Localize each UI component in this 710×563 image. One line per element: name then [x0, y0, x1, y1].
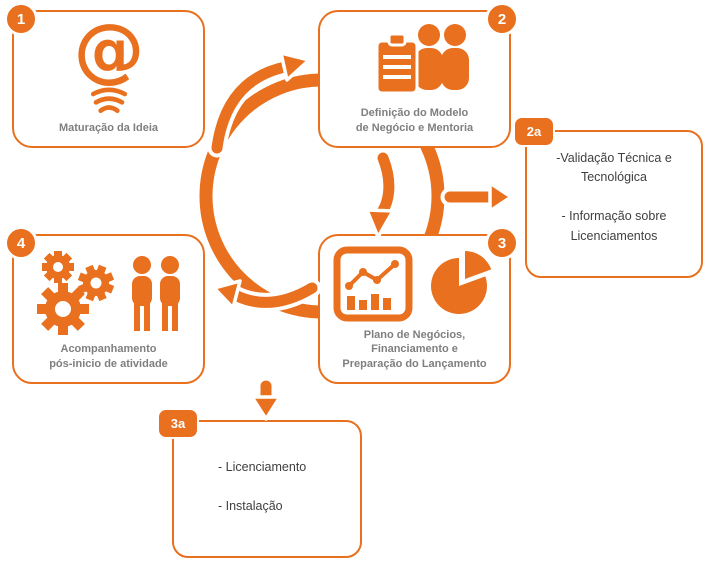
step-4-number-badge: 4 [4, 226, 38, 260]
substep-3a-text: - Licenciamento - Instalação [218, 460, 307, 513]
substep-box-2a: 2a -Validação Técnica e Tecnológica - In… [513, 116, 703, 278]
step-box-1: 1 @ Maturação da Ideia [4, 2, 205, 148]
substep-3a-number-badge: 3a [157, 408, 199, 439]
substep-2a-text: -Validação Técnica e Tecnológica - Infor… [556, 151, 672, 243]
step-1-number-badge: 1 [4, 2, 38, 36]
step-1-label: Maturação da Ideia [58, 121, 159, 134]
at-lightbulb-icon: @ [59, 12, 159, 121]
step-box-2: 2 Definição do Modelo de Negócio e Me [318, 2, 519, 148]
chart-pie-icon [331, 236, 499, 328]
substep-2a-number-badge: 2a [513, 116, 555, 147]
svg-text:@: @ [73, 16, 144, 91]
arrow-to-substep-2a [444, 181, 513, 213]
clipboard-people-icon [353, 12, 477, 106]
step-box-3: 3 Plano de Negócios, Financiamento [318, 226, 519, 384]
step-box-4: 4 [4, 226, 205, 384]
arrow-step3-to-substep-3a [250, 380, 282, 421]
step-4-label: Acompanhamento pós-inicio de atividade [49, 343, 168, 370]
arrow-step2-to-step3 [365, 152, 395, 239]
substep-box-3a: 3a - Licenciamento - Instalação [157, 408, 362, 558]
step-2-label: Definição do Modelo de Negócio e Mentori… [355, 107, 474, 134]
step-3-label: Plano de Negócios, Financiamento e Prepa… [342, 329, 487, 370]
gears-people-icon [24, 236, 194, 342]
arrow-step1-to-step2 [211, 51, 311, 154]
step-2-number-badge: 2 [485, 2, 519, 36]
arrow-step3-to-step4 [212, 279, 318, 310]
step-3-number-badge: 3 [485, 226, 519, 260]
